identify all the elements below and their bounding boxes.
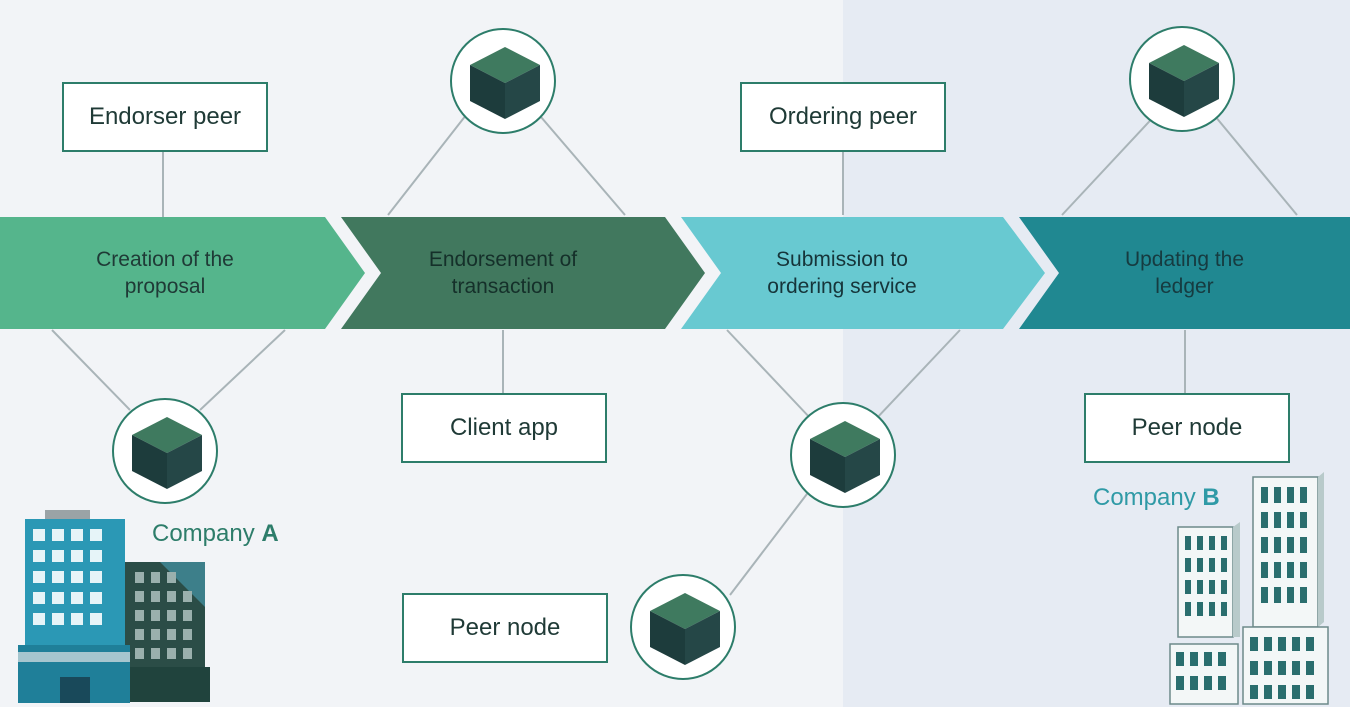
peer-node-center-box: Peer node (402, 593, 608, 663)
node-top-endorsement (450, 28, 556, 134)
step-submission-to-ordering-service: Submission to ordering service (767, 248, 917, 298)
peer-node-right-box: Peer node (1084, 393, 1290, 463)
cube-icon (132, 417, 202, 489)
step-creation-of-proposal: Creation of the proposal (96, 248, 234, 298)
cube-icon (1149, 45, 1219, 117)
endorser-peer-box: Endorser peer (62, 82, 268, 152)
office-building-icon (18, 510, 210, 703)
node-ordering (790, 402, 896, 508)
step-endorsement-of-transaction: Endorsement of transaction (428, 248, 578, 298)
step-shape-endorsement (341, 217, 705, 329)
company-a-label: Company A (152, 520, 279, 547)
cube-icon (470, 47, 540, 119)
company-b-label: Company B (1093, 484, 1220, 511)
node-company-a (112, 398, 218, 504)
step-shape-updating (1019, 217, 1350, 329)
node-top-updating (1129, 26, 1235, 132)
node-peer-center (630, 574, 736, 680)
ordering-peer-box: Ordering peer (740, 82, 946, 152)
office-building-icon (1169, 472, 1329, 705)
client-app-box: Client app (401, 393, 607, 463)
cube-icon (650, 593, 720, 665)
step-shape-creation (0, 217, 365, 329)
cube-icon (810, 421, 880, 493)
step-updating-the-ledger: Updating the ledger (1124, 248, 1245, 298)
step-shape-submission (681, 217, 1045, 329)
